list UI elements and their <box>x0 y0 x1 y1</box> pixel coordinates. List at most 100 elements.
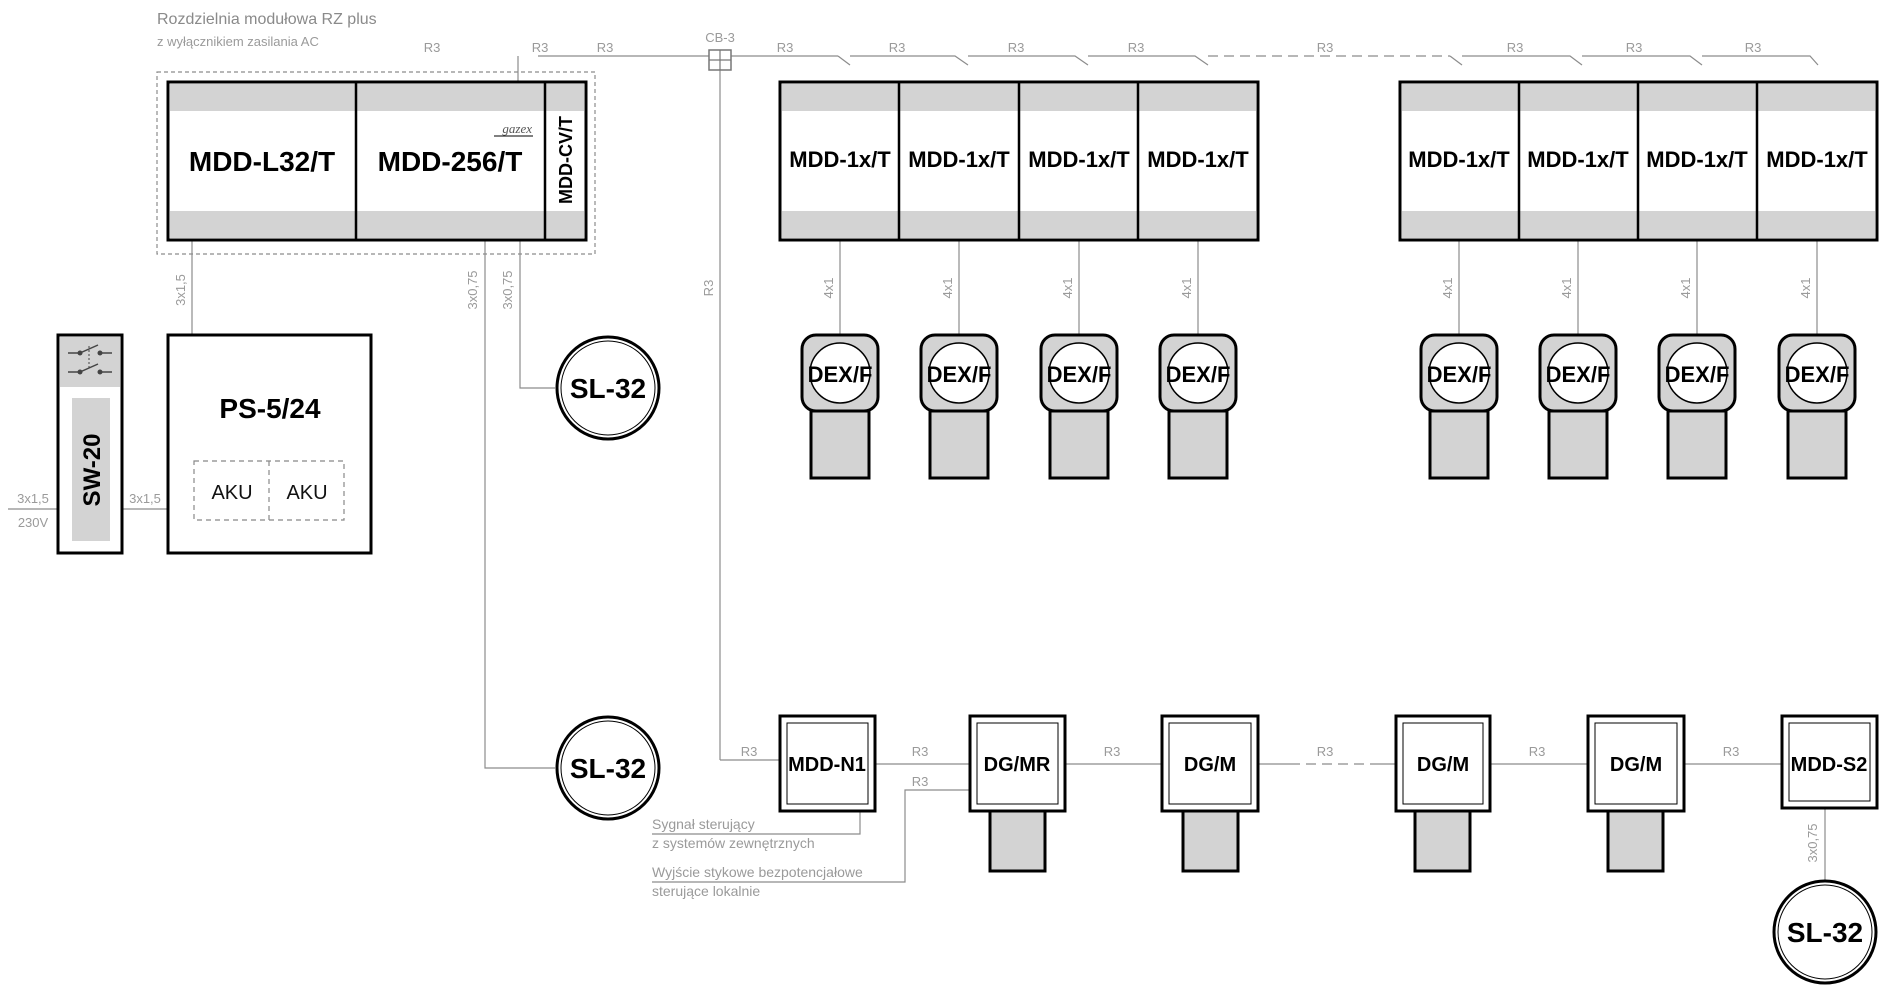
enclosure-outline <box>156 71 596 255</box>
svg-text:DG/M: DG/M <box>1610 754 1662 776</box>
detector-dgm-3: DG/M <box>1586 714 1686 873</box>
svg-text:4x1: 4x1 <box>1060 278 1075 299</box>
detector-dexf-6: DEX/F <box>1538 333 1618 480</box>
svg-text:R3: R3 <box>1745 40 1762 55</box>
svg-text:3x1,5: 3x1,5 <box>17 491 49 506</box>
svg-text:SL-32: SL-32 <box>570 373 646 404</box>
mdd1x-module-1: MDD-1x/T <box>789 147 891 172</box>
svg-text:R3: R3 <box>889 40 906 55</box>
detector-dexf-2: DEX/F <box>919 333 999 480</box>
detector-dexf-3: DEX/F <box>1039 333 1119 480</box>
ps524-label: PS-5/24 <box>219 393 321 424</box>
detector-dgm-2: DG/M <box>1394 714 1492 873</box>
module-mdd-s2: MDD-S2 <box>1780 714 1879 810</box>
svg-text:R3: R3 <box>1529 744 1546 759</box>
svg-text:4x1: 4x1 <box>821 278 836 299</box>
detector-dgm-1: DG/M <box>1160 714 1260 873</box>
mdd1x-module-7: MDD-1x/T <box>1646 147 1748 172</box>
detector-dexf-4: DEX/F <box>1158 333 1238 480</box>
svg-text:DEX/F: DEX/F <box>808 362 873 387</box>
svg-text:SL-32: SL-32 <box>570 753 646 784</box>
mdd1x-module-8: MDD-1x/T <box>1766 147 1868 172</box>
note-contact-line2: sterujące lokalnie <box>652 883 760 899</box>
svg-text:DG/M: DG/M <box>1417 754 1469 776</box>
svg-text:R3: R3 <box>741 744 758 759</box>
sw20-label: SW-20 <box>79 434 106 507</box>
bus-labels-top: R3 R3 R3 R3 R3 R3 R3 R3 R3 R3 R3 <box>424 40 1762 55</box>
svg-text:MDD-N1: MDD-N1 <box>788 754 866 776</box>
mdd1x-module-5: MDD-1x/T <box>1408 147 1510 172</box>
detector-dexf-5: DEX/F <box>1419 333 1499 480</box>
battery-aku-1: AKU <box>211 482 252 504</box>
svg-text:DEX/F: DEX/F <box>1785 362 1850 387</box>
module-mdd-256: MDD-256/T <box>378 146 523 177</box>
svg-text:230V: 230V <box>18 515 49 530</box>
sl32-bottom: SL-32 <box>1772 879 1878 985</box>
sl32-middle: SL-32 <box>555 715 661 821</box>
cable-labels: 3x1,5 3x0,75 3x0,75 3x0,75 3x1,5 230V 3x… <box>17 270 1820 862</box>
module-mdd-n1: MDD-N1 <box>778 714 877 813</box>
svg-text:4x1: 4x1 <box>940 278 955 299</box>
enclosure-title: Rozdzielnia modułowa RZ plus <box>157 11 377 28</box>
svg-text:R3: R3 <box>1507 40 1524 55</box>
svg-text:DEX/F: DEX/F <box>1546 362 1611 387</box>
battery-aku-2: AKU <box>286 482 327 504</box>
svg-text:DEX/F: DEX/F <box>1166 362 1231 387</box>
wires <box>8 55 1826 883</box>
svg-text:SL-32: SL-32 <box>1787 917 1863 948</box>
svg-text:DEX/F: DEX/F <box>1427 362 1492 387</box>
note-signal-line2: z systemów zewnętrznych <box>652 835 815 851</box>
module-mdd-cv: MDD-CV/T <box>556 116 576 204</box>
svg-text:R3: R3 <box>1104 744 1121 759</box>
mdd1x-group-right <box>1398 80 1879 242</box>
switch-sw20: SW-20 <box>56 333 124 555</box>
enclosure-subtitle: z wyłącznikiem zasilania AC <box>157 34 319 49</box>
svg-text:R3: R3 <box>1626 40 1643 55</box>
detector-dgmr: DG/MR <box>968 714 1067 873</box>
note-contact-line1: Wyjście stykowe bezpotencjałowe <box>652 864 863 880</box>
svg-text:R3: R3 <box>424 40 441 55</box>
switch-icon <box>68 344 112 375</box>
mdd1x-module-3: MDD-1x/T <box>1028 147 1130 172</box>
svg-text:R3: R3 <box>777 40 794 55</box>
sl32-top: SL-32 <box>555 335 661 441</box>
module-rack: MDD-L32/T MDD-256/T gazex MDD-CV/T <box>166 80 588 242</box>
brand-logo: gazex <box>502 121 532 136</box>
detector-dexf-1: DEX/F <box>800 333 880 480</box>
note-signal-line1: Sygnał sterujący <box>652 816 755 832</box>
power-supply-ps524: PS-5/24 AKU AKU <box>166 333 373 555</box>
svg-text:3x0,75: 3x0,75 <box>1805 823 1820 862</box>
svg-text:R3: R3 <box>1317 40 1334 55</box>
svg-text:4x1: 4x1 <box>1798 278 1813 299</box>
svg-text:4x1: 4x1 <box>1440 278 1455 299</box>
svg-text:DEX/F: DEX/F <box>1665 362 1730 387</box>
svg-text:DG/MR: DG/MR <box>984 754 1051 776</box>
detector-dexf-7: DEX/F <box>1657 333 1737 480</box>
svg-text:R3: R3 <box>1008 40 1025 55</box>
svg-text:4x1: 4x1 <box>1559 278 1574 299</box>
svg-text:R3: R3 <box>1317 744 1334 759</box>
mdd1x-module-6: MDD-1x/T <box>1527 147 1629 172</box>
svg-text:R3: R3 <box>912 774 929 789</box>
svg-text:R3: R3 <box>597 40 614 55</box>
svg-text:R3: R3 <box>532 40 549 55</box>
mdd1x-module-4: MDD-1x/T <box>1147 147 1249 172</box>
svg-text:DEX/F: DEX/F <box>1047 362 1112 387</box>
svg-text:3x0,75: 3x0,75 <box>465 270 480 309</box>
svg-text:3x1,5: 3x1,5 <box>129 491 161 506</box>
svg-text:DG/M: DG/M <box>1184 754 1236 776</box>
mdd1x-group-left <box>778 80 1260 242</box>
svg-text:4x1: 4x1 <box>1179 278 1194 299</box>
svg-text:3x1,5: 3x1,5 <box>173 274 188 306</box>
svg-text:R3: R3 <box>1723 744 1740 759</box>
bus-label-vertical: R3 <box>701 280 716 297</box>
bus-labels-bottom: R3 R3 R3 R3 R3 R3 R3 <box>741 744 1740 789</box>
svg-text:R3: R3 <box>1128 40 1145 55</box>
svg-text:3x0,75: 3x0,75 <box>500 270 515 309</box>
svg-text:DEX/F: DEX/F <box>927 362 992 387</box>
svg-text:4x1: 4x1 <box>1678 278 1693 299</box>
svg-text:MDD-S2: MDD-S2 <box>1791 754 1868 776</box>
svg-text:R3: R3 <box>912 744 929 759</box>
detector-dexf-8: DEX/F <box>1777 333 1857 480</box>
